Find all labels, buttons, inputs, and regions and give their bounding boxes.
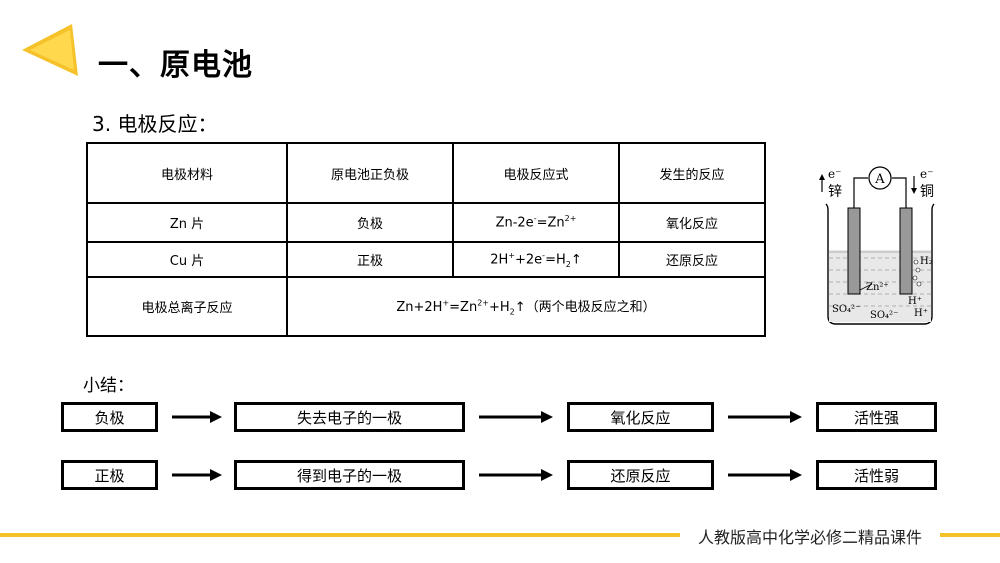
page-title: 一、原电池	[98, 48, 253, 83]
arrow-right-icon	[172, 469, 222, 481]
zn-ion-label: Zn²⁺	[866, 282, 889, 293]
right-metal-label: 铜	[920, 184, 934, 200]
ammeter-label: A	[874, 172, 885, 187]
cell-equation: 2H++2e-=H2↑	[452, 241, 620, 278]
table-total-row: 电极总离子反应 Zn+2H+=Zn2++H2↑（两个电极反应之和）	[86, 276, 766, 337]
cell-material: Cu 片	[86, 241, 288, 278]
table-row: Cu 片 正极 2H++2e-=H2↑ 还原反应	[86, 241, 766, 278]
flow-box-pole: 正极	[61, 460, 158, 490]
arrow-right-icon	[728, 469, 802, 481]
right-electron-label: e⁻	[920, 167, 933, 181]
header-pole: 原电池正负极	[286, 142, 454, 204]
zinc-electrode-icon	[847, 207, 861, 295]
table-row: Zn 片 负极 Zn-2e-=Zn2+ 氧化反应	[86, 202, 766, 243]
h-plus-label: H⁺	[908, 296, 922, 307]
flow-box-reaction: 氧化反应	[567, 402, 714, 432]
cell-pole: 正极	[286, 241, 454, 278]
summary-label: 小结：	[83, 376, 134, 396]
flow-box-electron: 失去电子的一极	[234, 402, 465, 432]
left-metal-label: 锌	[828, 184, 842, 200]
header-reaction: 发生的反应	[618, 142, 766, 204]
cell-reaction: 氧化反应	[618, 202, 766, 243]
cell-equation: Zn-2e-=Zn2+	[452, 202, 620, 243]
footer-line-right	[940, 533, 1000, 537]
arrow-right-icon	[728, 411, 802, 423]
arrow-right-icon	[479, 411, 553, 423]
section-title: 3. 电极反应：	[92, 112, 218, 136]
sulfate-left-label: SO₄²⁻	[832, 304, 860, 315]
sulfate-mid-label: SO₄²⁻	[870, 310, 898, 321]
table-header-row: 电极材料 原电池正负极 电极反应式 发生的反应	[86, 142, 766, 204]
cell-total-label: 电极总离子反应	[86, 276, 288, 337]
footer-line-left	[0, 533, 680, 537]
galvanic-cell-diagram: A e⁻ 锌 e⁻ 铜 H₂ Zn²⁺ SO₄²⁻ SO₄²⁻ H⁺ H⁺	[819, 166, 935, 325]
h-plus-label: H⁺	[914, 308, 928, 319]
header-equation: 电极反应式	[452, 142, 620, 204]
cell-pole: 负极	[286, 202, 454, 243]
cell-total-equation: Zn+2H+=Zn2++H2↑（两个电极反应之和）	[286, 276, 766, 337]
header-material: 电极材料	[86, 142, 288, 204]
left-electron-label: e⁻	[828, 167, 841, 181]
arrow-right-icon	[479, 469, 553, 481]
flow-box-activity: 活性弱	[816, 460, 937, 490]
cell-reaction: 还原反应	[618, 241, 766, 278]
flow-box-pole: 负极	[61, 402, 158, 432]
electrode-reaction-table: 电极材料 原电池正负极 电极反应式 发生的反应 Zn 片 负极 Zn-2e-=Z…	[86, 142, 766, 337]
arrow-right-icon	[172, 411, 222, 423]
h2-label: H₂	[920, 256, 933, 267]
yellow-triangle-logo-icon	[22, 24, 78, 76]
footer-text: 人教版高中化学必修二精品课件	[697, 528, 922, 547]
flow-box-activity: 活性强	[816, 402, 937, 432]
ammeter-icon	[868, 166, 892, 190]
copper-electrode-icon	[899, 207, 913, 295]
flow-box-reaction: 还原反应	[567, 460, 714, 490]
cell-material: Zn 片	[86, 202, 288, 243]
flow-box-electron: 得到电子的一极	[234, 460, 465, 490]
